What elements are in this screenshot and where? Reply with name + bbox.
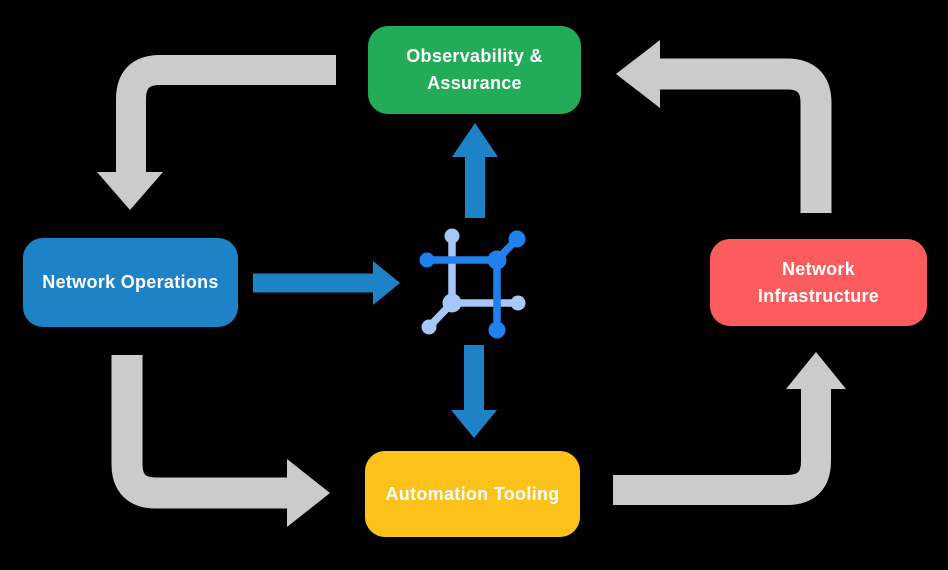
mesh-node-light [421,319,437,335]
node-network-infrastructure: Network Infrastructure [710,239,927,326]
node-network-operations: Network Operations [23,238,238,327]
node-label: Network Infrastructure [757,258,880,306]
node-label: Automation Tooling [385,483,560,504]
arrow-network-operations-to-automation-tooling [111,355,330,527]
mesh-node-dark [488,321,506,339]
arrow-network-operations-to-center [253,261,400,305]
arrow-head [97,172,163,210]
arrow-head [786,352,846,389]
arrow-shaft [111,355,289,509]
network-mesh-icon [419,228,526,339]
arrow-observability-to-network-operations [97,55,336,210]
mesh-node-light [444,228,460,244]
mesh-node-dark [419,252,435,268]
mesh-node-dark [508,230,526,248]
node-label: Network Operations [42,272,219,292]
node-automation-tooling: Automation Tooling [365,451,580,537]
mesh-junction-light [442,293,462,313]
arrow-center-to-automation-tooling [451,345,497,438]
node-label: Observability & Assurance [406,46,543,93]
arrow-shaft [116,55,336,174]
mesh-node-light [510,295,526,311]
arrow-head [452,123,498,157]
arrow-head [287,459,330,527]
arrow-center-to-observability [452,123,498,218]
arrow-shaft [660,58,832,213]
arrow-head [616,40,660,108]
arrow-automation-tooling-to-network-infrastructure [613,352,846,505]
arrow-shaft [613,389,831,505]
arrow-head [451,410,497,438]
mesh-junction-dark [487,250,507,270]
arrow-network-infrastructure-to-observability [616,40,832,213]
node-observability-assurance: Observability & Assurance [368,26,581,114]
arrow-head [373,261,400,305]
